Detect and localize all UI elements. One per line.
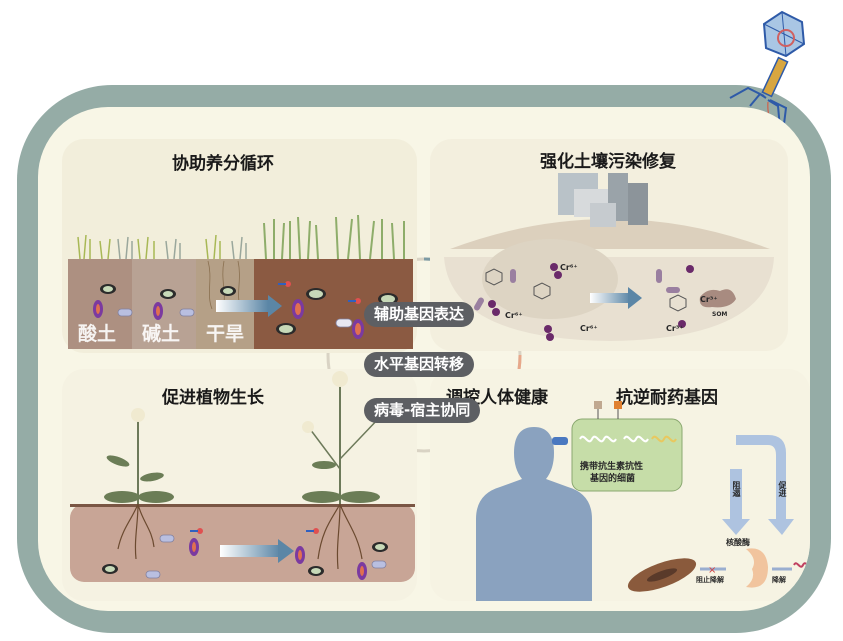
panel-pollution-remediation: 强化土壤污染修复 — [430, 139, 788, 351]
panel-nutrient-cycling: 协助养分循环 — [62, 139, 417, 353]
promote-label: 促进 — [778, 481, 787, 497]
degradation-label: 降解 — [772, 576, 786, 584]
factory-icon — [558, 173, 648, 227]
panel-title: 强化土壤污染修复 — [540, 152, 676, 172]
mechanism-pill-horizontal-gene-transfer: 水平基因转移 — [364, 352, 475, 377]
panel-title: 促进植物生长 — [162, 388, 264, 408]
chem-label: Cr³⁺ — [700, 295, 718, 304]
panel-human-health-resistance: 调控人体健康 抗逆耐药基因 × 携带抗生素抗性 基因的细菌 阻遏 促 — [430, 369, 810, 601]
small-plant — [104, 408, 174, 560]
nuclease-icon — [746, 548, 768, 588]
health-resistance-illustration: × — [476, 401, 810, 601]
chem-label: Cr⁶⁺ — [560, 263, 578, 272]
bacteria-label-line2: 基因的细菌 — [590, 474, 636, 484]
human-silhouette — [476, 427, 592, 601]
crops-illustration — [68, 214, 413, 349]
soil-label-acidic: 酸土 — [78, 323, 117, 345]
mechanism-pill-virus-host-synergy: 病毒-宿主协同 — [364, 398, 481, 423]
nuclease-label: 核酸酶 — [726, 538, 750, 547]
phage-small-icons — [594, 401, 622, 419]
diagram-canvas: 协助养分循环 — [38, 107, 810, 611]
mechanism-pill-auxiliary-gene-expression: 辅助基因表达 — [364, 302, 475, 327]
inhibit-label: 阻遏 — [732, 481, 741, 497]
soil-label-drought: 干旱 — [206, 323, 245, 345]
panel-title-resistance-genes: 抗逆耐药基因 — [616, 388, 718, 408]
chem-label: Cr⁶⁺ — [580, 324, 598, 333]
som-label: SOM — [712, 311, 728, 318]
svg-text:×: × — [708, 565, 716, 576]
soil-label-alkaline: 碱土 — [142, 323, 181, 345]
plant-growth-illustration — [70, 371, 415, 582]
panel-title: 协助养分循环 — [172, 154, 274, 174]
remediation-illustration — [444, 173, 774, 341]
panel-plant-growth: 促进植物生长 — [62, 369, 417, 601]
bacteria-label-line1: 携带抗生素抗性 — [580, 462, 644, 472]
chem-label: Cr³⁺ — [666, 324, 684, 333]
chem-label: Cr⁶⁺ — [505, 311, 523, 320]
prevent-degradation-label: 阻止降解 — [696, 576, 724, 584]
